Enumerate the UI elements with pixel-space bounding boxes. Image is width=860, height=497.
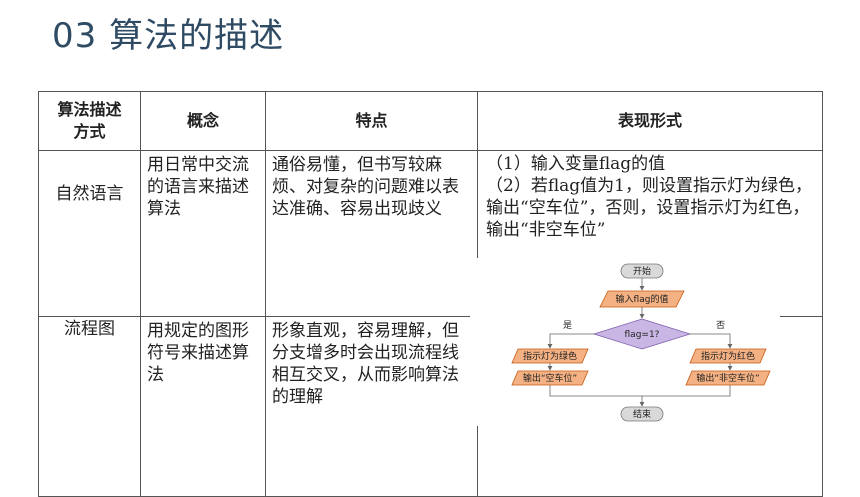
flow-end-text: 结束: [633, 408, 651, 420]
method-label: 自然语言: [55, 184, 124, 204]
form-line-2: （2）若flag值为1，则设置指示灯为绿色，输出“空车位”，否则，设置指示灯为红…: [486, 176, 812, 240]
flow-no-label: 否: [716, 320, 725, 331]
flow-output-full-text: 输出“非空车位”: [696, 372, 759, 384]
header-method-line1: 算法描述: [57, 100, 122, 119]
page-title: 03 算法的描述: [52, 16, 285, 56]
row-feature-natural: 通俗易懂，但书写较麻烦、对复杂的问题难以表达准确、容易出现歧义: [265, 150, 478, 317]
flow-red-text: 指示灯为红色: [701, 350, 755, 362]
flow-start-text: 开始: [633, 265, 651, 277]
form-line-1: （1）输入变量flag的值: [486, 154, 666, 174]
flow-output-empty-node: [511, 370, 589, 386]
header-concept: 概念: [140, 91, 266, 151]
flowchart-image: 开始 输入flag的值 flag=1? 是 否 指示灯为绿色 指示灯为红色 输出…: [470, 258, 780, 426]
flow-output-empty-text: 输出“空车位”: [523, 372, 577, 384]
flow-yes-label: 是: [563, 320, 572, 331]
row-concept-natural: 用日常中交流的语言来描述算法: [140, 150, 266, 317]
flow-green-text: 指示灯为绿色: [523, 350, 577, 362]
method-label: 流程图: [64, 319, 115, 339]
flow-output-full-node: [685, 370, 771, 386]
header-method-line2: 方式: [73, 122, 106, 141]
row-method-natural: 自然语言: [38, 150, 141, 317]
row-feature-flowchart: 形象直观，容易理解，但分支增多时会出现流程线相互交叉，从而影响算法的理解: [265, 316, 478, 497]
algorithm-description-table: 算法描述方式 概念 特点 表现形式 自然语言 用日常中交流的语言来描述算法 通俗…: [38, 91, 823, 497]
flow-input-node: [599, 290, 685, 308]
flow-end-node: [620, 406, 664, 422]
flow-decision-text: flag=1?: [625, 330, 660, 340]
flow-decision-node: [592, 318, 692, 350]
flow-red-node: [689, 348, 767, 364]
flow-input-text: 输入flag的值: [616, 293, 669, 305]
row-concept-flowchart: 用规定的图形符号来描述算法: [140, 316, 266, 497]
header-form: 表现形式: [477, 91, 823, 151]
header-method: 算法描述方式: [38, 91, 141, 151]
table-header-row: 算法描述方式 概念 特点 表现形式: [38, 91, 823, 151]
row-method-flowchart: 流程图: [38, 316, 141, 497]
flowchart-svg: 开始 输入flag的值 flag=1? 是 否 指示灯为绿色 指示灯为红色 输出…: [511, 263, 771, 422]
header-feature: 特点: [265, 91, 478, 151]
flow-green-node: [511, 348, 589, 364]
